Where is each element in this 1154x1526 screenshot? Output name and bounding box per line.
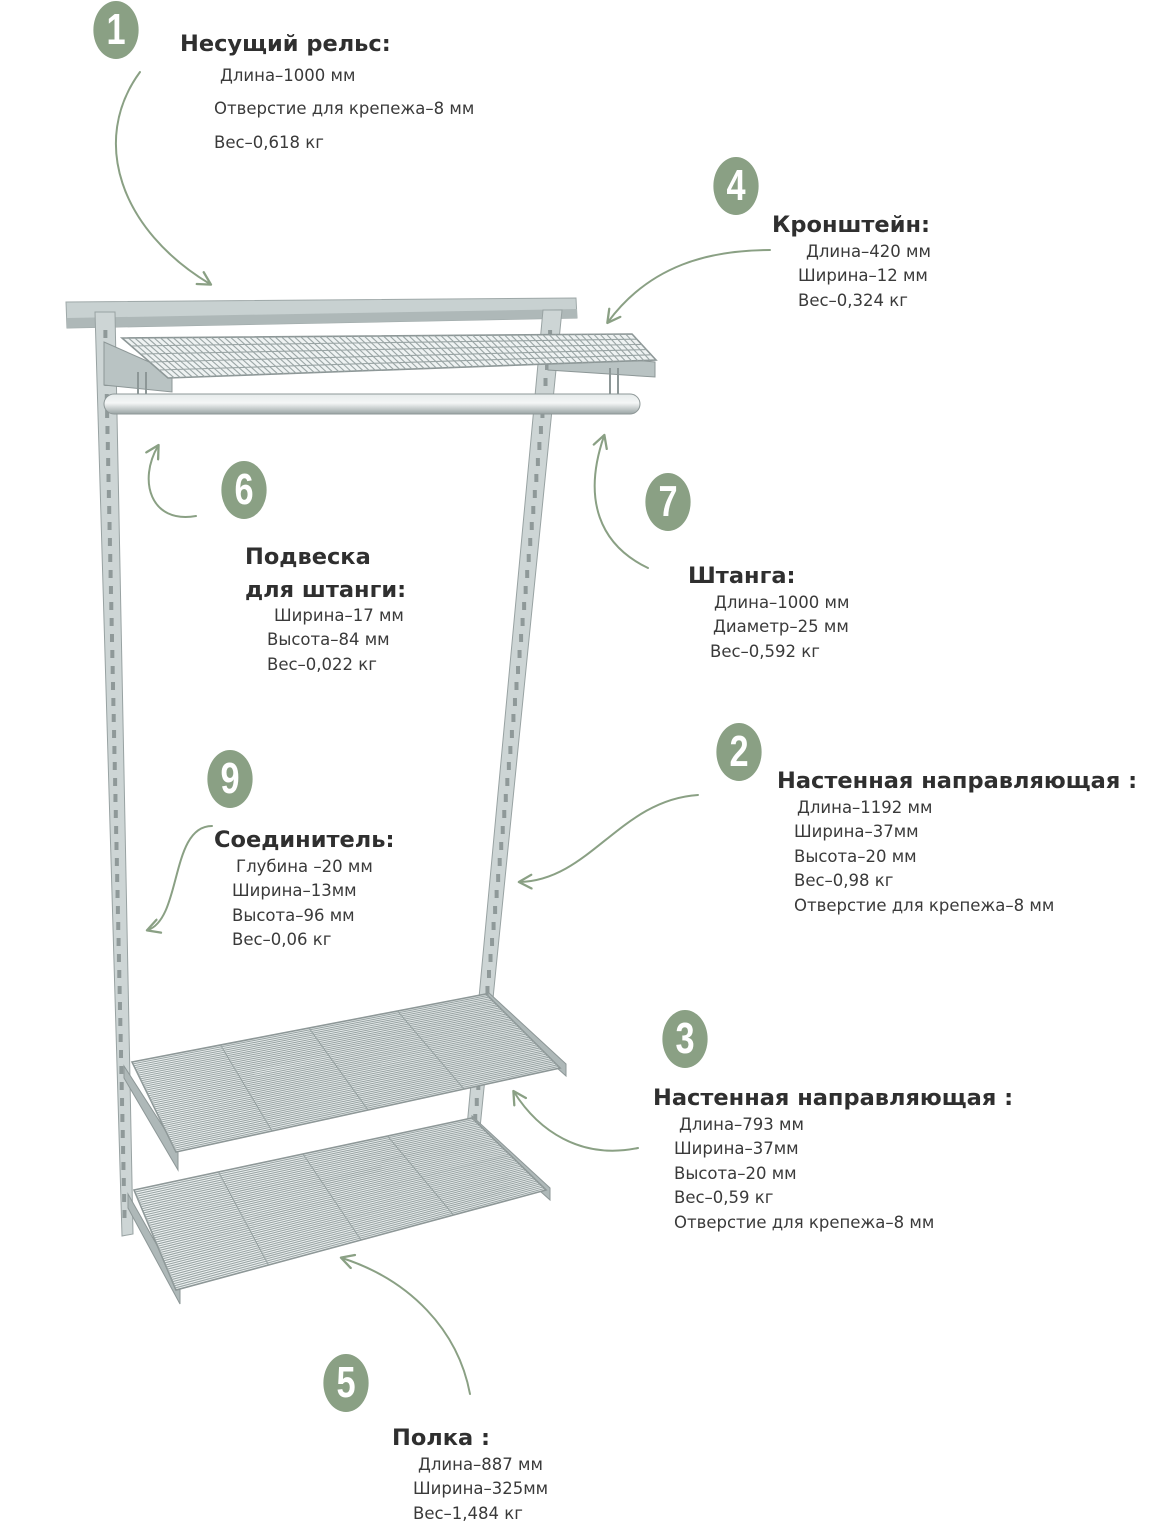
spec-line: Вес–0,98 кг (794, 871, 894, 891)
callout-title-line: для штанги: (245, 577, 407, 603)
spec-line: Ширина–17 мм (274, 606, 404, 625)
callout-title: Настенная направляющая : (653, 1085, 1014, 1111)
spec-line: Вес–0,022 кг (267, 654, 377, 674)
spec-line: Вес–0,06 кг (232, 930, 332, 950)
spec-line: Длина–793 мм (679, 1115, 804, 1134)
callout-title: Несущий рельс: (180, 31, 391, 57)
callout-carrying-rail: Несущий рельс: Длина–1000 мм Отверстие д… (180, 31, 474, 155)
spec-line: Отверстие для крепежа–8 мм (794, 895, 1055, 915)
arrow-2 (517, 794, 699, 890)
spec-line: Ширина–325мм (413, 1479, 549, 1499)
callout-badge-3: 3 (662, 1010, 708, 1068)
spec-line: Ширина–37мм (794, 822, 919, 842)
spec-line: Вес–0,618 кг (214, 132, 324, 152)
spec-line: Длина–1000 мм (714, 593, 850, 612)
spec-line: Высота–84 мм (267, 630, 390, 650)
callout-arrows (115, 71, 771, 1395)
callout-badge-2: 2 (716, 723, 762, 781)
spec-line: Ширина–13мм (232, 881, 357, 901)
callout-badge-4: 4 (713, 157, 759, 215)
callout-connector: Соединитель: Глубина –20 мм Ширина–13мм … (214, 827, 394, 953)
callout-wall-standard-long: Настенная направляющая : Длина–1192 мм Ш… (777, 768, 1137, 918)
callout-title: Соединитель: (214, 827, 395, 853)
top-wire-shelf (103, 333, 658, 393)
spec-line: Отверстие для крепежа–8 мм (674, 1212, 935, 1232)
carrying-rail (65, 297, 578, 329)
callout-badge-5: 5 (323, 1354, 369, 1412)
spec-line: Длина–1192 мм (797, 798, 933, 817)
spec-line: Высота–20 мм (674, 1163, 797, 1183)
callout-bracket: Кронштейн: Длина–420 мм Ширина–12 мм Вес… (772, 212, 931, 313)
callout-title: Настенная направляющая : (777, 768, 1138, 794)
hanging-rod (103, 393, 641, 415)
callout-rod: Штанга: Длина–1000 мм Диаметр–25 мм Вес–… (688, 563, 849, 664)
arrow-1 (115, 71, 213, 286)
spec-line: Отверстие для крепежа–8 мм (214, 99, 475, 119)
arrow-6 (145, 443, 197, 518)
spec-line: Длина–1000 мм (220, 66, 356, 85)
spec-line: Вес–0,324 кг (798, 290, 908, 310)
spec-line: Глубина –20 мм (236, 857, 373, 876)
bottom-wire-shelf (127, 1114, 551, 1305)
arrow-7 (592, 433, 649, 569)
spec-line: Вес–1,484 кг (413, 1503, 523, 1523)
callout-wall-standard-short: Настенная направляющая : Длина–793 мм Ши… (653, 1085, 1013, 1235)
callout-title: Кронштейн: (772, 212, 931, 238)
spec-line: Вес–0,592 кг (710, 641, 820, 661)
arrow-3 (512, 1089, 639, 1152)
left-wall-standard (94, 311, 134, 1237)
spec-line: Высота–96 мм (232, 905, 355, 925)
callout-shelf: Полка : Длина–887 мм Ширина–325мм Вес–1,… (392, 1425, 548, 1526)
spec-line: Вес–0,59 кг (674, 1188, 774, 1208)
callout-badge-6: 6 (221, 461, 267, 519)
arrow-4 (606, 249, 771, 325)
callout-badge-7: 7 (645, 473, 691, 531)
spec-line: Ширина–12 мм (798, 266, 928, 286)
spec-line: Длина–887 мм (418, 1455, 543, 1474)
spec-line: Ширина–37мм (674, 1139, 799, 1159)
callout-title: Штанга: (688, 563, 796, 589)
callout-rod-support: Подвеска для штанги: Ширина–17 мм Высота… (245, 544, 406, 677)
callout-title: Полка : (392, 1425, 491, 1451)
callout-title-line: Подвеска (245, 544, 371, 570)
spec-line: Длина–420 мм (806, 242, 931, 261)
arrow-9 (145, 825, 213, 934)
callout-badge-9: 9 (207, 750, 253, 808)
arrow-5 (339, 1253, 471, 1395)
spec-line: Высота–20 мм (794, 846, 917, 866)
spec-line: Диаметр–25 мм (713, 617, 849, 637)
middle-wire-shelf (123, 990, 567, 1172)
callout-badge-1: 1 (93, 1, 139, 59)
